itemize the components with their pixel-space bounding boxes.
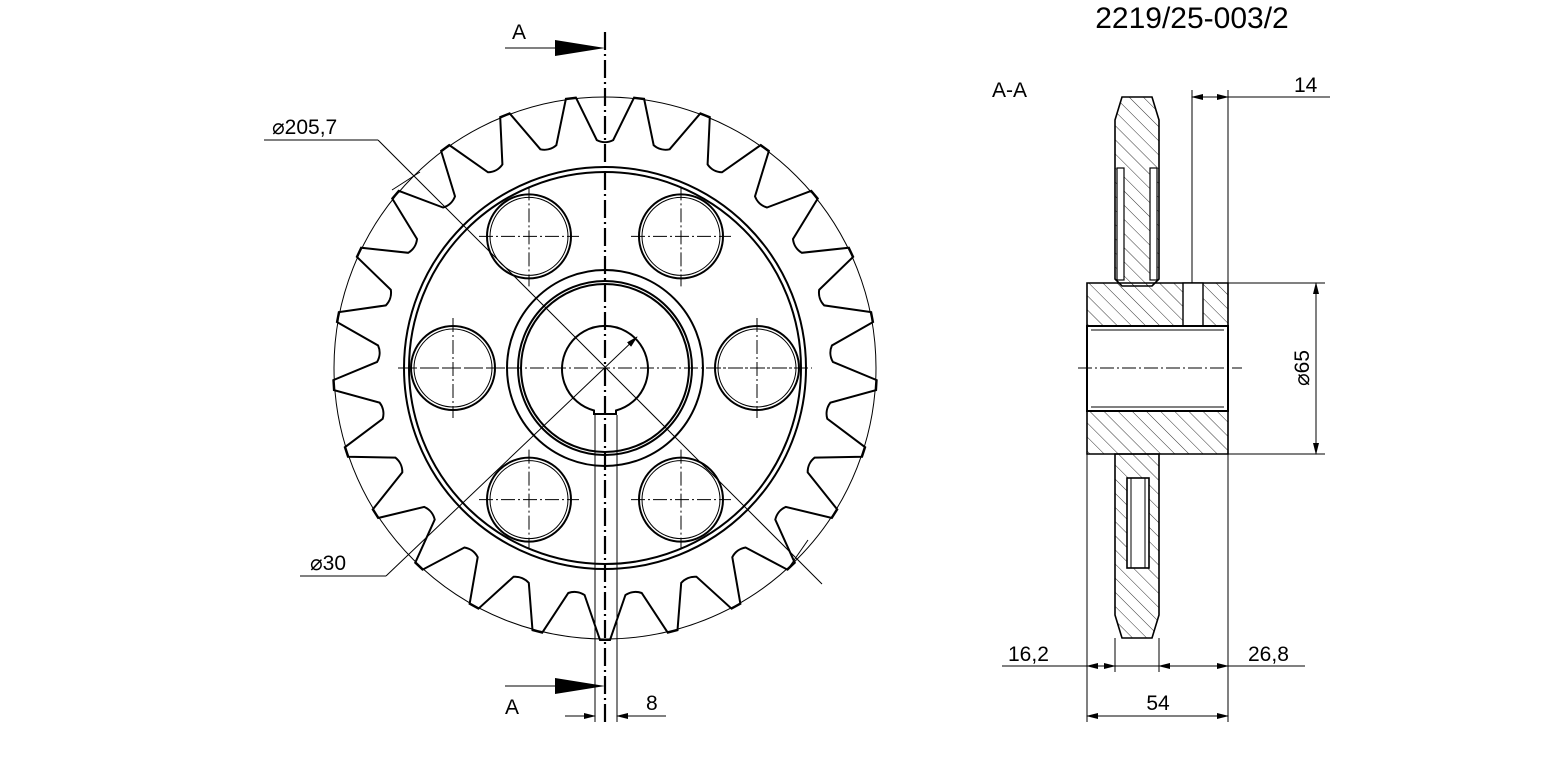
section-groove-upper-right <box>1149 167 1158 281</box>
section-bolt-hole-lower <box>1126 477 1150 569</box>
sprocket-tooth-profile <box>332 96 878 641</box>
outer-diameter-label: ⌀205,7 <box>272 116 337 139</box>
bolt-hole <box>631 449 731 550</box>
section-view-label: A-A <box>992 79 1027 102</box>
bolt-hole <box>631 186 731 287</box>
keyway-width-label: 8 <box>646 692 658 715</box>
leader-outer-diameter <box>377 139 823 585</box>
dim-label-65: ⌀65 <box>1291 350 1314 386</box>
tick-outer-diameter-top <box>391 171 421 191</box>
section-marker-bottom: A <box>505 696 519 719</box>
section-keyway <box>1182 282 1204 327</box>
bolt-hole <box>479 186 579 287</box>
dim-label-26-8: 26,8 <box>1248 643 1289 666</box>
section-hatch-upper-hub <box>1086 282 1229 327</box>
bolt-hole <box>479 449 579 550</box>
section-hatch-upper-tooth <box>1114 96 1160 287</box>
dim-label-16-2: 16,2 <box>1008 643 1049 666</box>
drawing-number: 2219/25-003/2 <box>1095 2 1289 35</box>
tick-outer-diameter-bottom <box>789 539 809 567</box>
leader-bore <box>385 336 638 577</box>
bore-diameter-label: ⌀30 <box>310 552 346 575</box>
section-arrow-bottom-head <box>555 678 605 694</box>
dim-label-54: 54 <box>1146 692 1170 715</box>
dim-label-14: 14 <box>1294 74 1318 97</box>
section-marker-top: A <box>512 21 526 44</box>
section-view: A-A 14 ⌀65 <box>992 74 1330 722</box>
bore-with-keyway <box>561 324 649 415</box>
section-groove-upper-left <box>1116 167 1125 281</box>
front-view: A A ⌀205,7 ⌀30 8 <box>264 21 878 722</box>
section-hatch-lower-hub <box>1086 410 1229 455</box>
section-arrow-top-head <box>555 40 605 56</box>
